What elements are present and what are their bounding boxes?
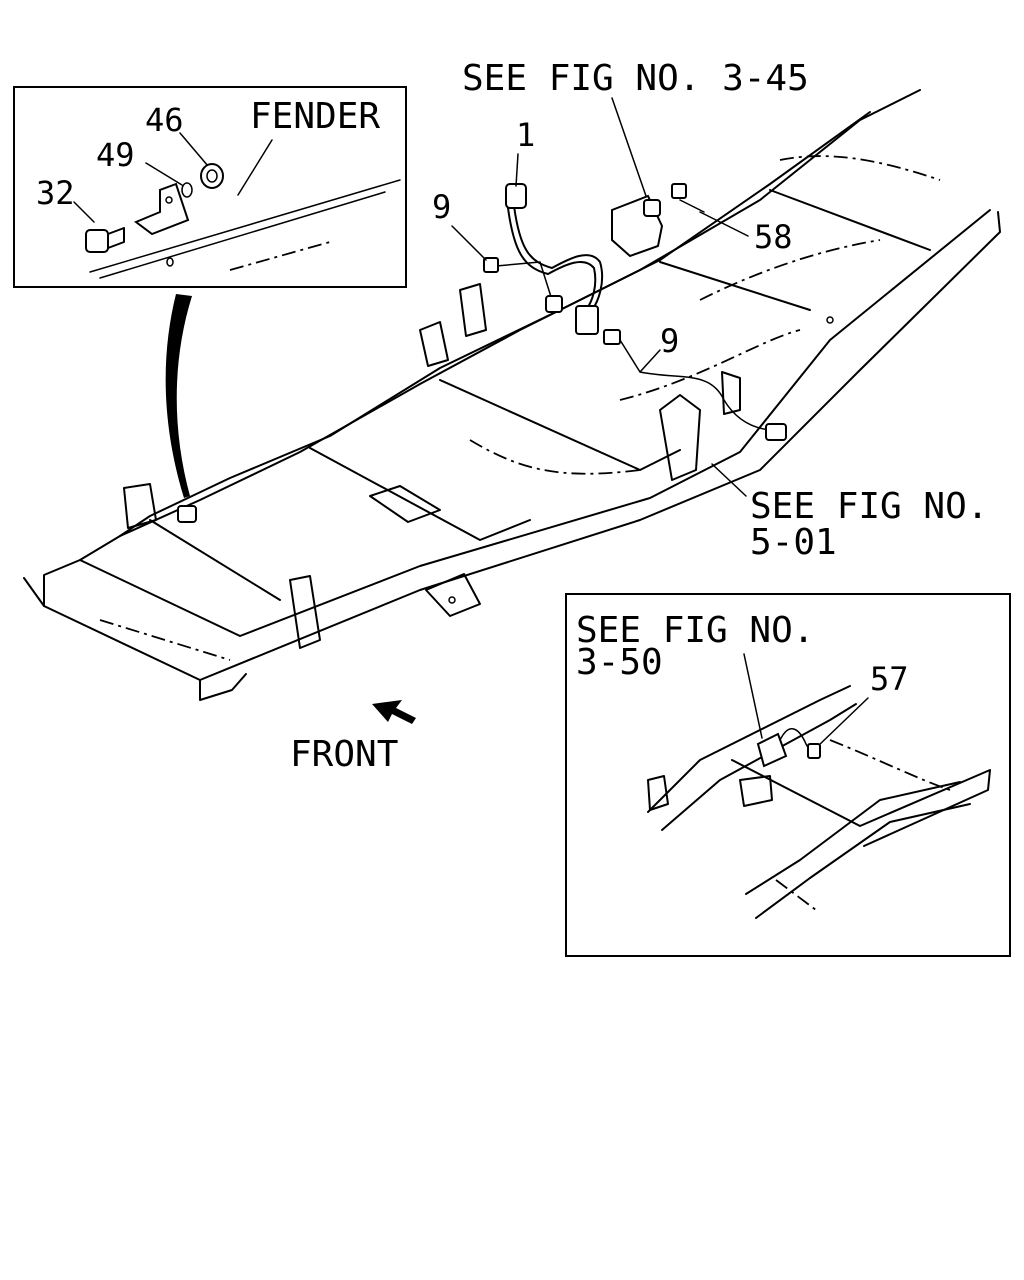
leader-58	[699, 211, 749, 237]
fender-hole	[166, 257, 174, 267]
leader-see-fig-3-45	[611, 97, 647, 197]
inset-bracket	[647, 775, 669, 811]
leader-see-fig-5-01	[711, 463, 747, 497]
chassis-frame	[23, 89, 1001, 701]
inset-rail-lower-2	[755, 803, 971, 919]
rear-crossmember-2	[769, 189, 931, 251]
bolt-32-shank	[107, 227, 125, 249]
front-label: FRONT	[290, 734, 398, 775]
valve-fitting-icon	[643, 199, 661, 217]
part-label-57: 57	[870, 660, 909, 698]
brake-lines	[177, 183, 787, 523]
front-arrow-icon	[372, 700, 416, 724]
body-mount-bracket-2	[721, 371, 741, 415]
brake-detail-inset: SEE FIG NO. 3-50 57	[565, 593, 1011, 957]
leader-1	[515, 153, 519, 187]
hidden-line-3	[699, 239, 881, 301]
hidden-line-2	[619, 329, 801, 401]
part-label-9-lower: 9	[660, 322, 679, 360]
frame-hole-2	[448, 596, 456, 604]
bolt-32-head-icon	[85, 229, 109, 253]
inset-rail-lower	[745, 781, 961, 895]
rear-left-bracket-2	[419, 321, 449, 367]
rear-fitting-icon	[765, 423, 787, 441]
washer-49-icon	[181, 182, 193, 198]
brake-inset-frame	[565, 593, 1011, 957]
right-rail-outer	[23, 211, 1001, 681]
fender-edge-line	[89, 179, 401, 273]
part-label-49: 49	[96, 136, 135, 174]
leader-see-fig-3-50	[743, 653, 763, 739]
bolt-58-icon	[671, 183, 687, 199]
hidden-line-1	[469, 439, 641, 475]
part-label-1: 1	[516, 116, 535, 154]
inset-callout-arrow	[165, 294, 192, 498]
front-crossmember-end	[199, 673, 247, 701]
right-rail-top	[43, 209, 991, 637]
left-rail-inner	[119, 111, 871, 537]
center-crossmember	[439, 379, 681, 471]
rear-left-bracket	[459, 283, 487, 337]
callout-see-fig-3-45: SEE FIG NO. 3-45	[462, 58, 809, 99]
leader-49	[145, 162, 183, 186]
front-crossmember	[149, 519, 281, 601]
inset-bracket-2	[739, 775, 773, 807]
bracket-part	[134, 182, 190, 236]
inset-hidden-line	[829, 739, 951, 791]
leader-9-lower	[639, 349, 661, 373]
hose-bracket-icon	[575, 305, 599, 335]
body-mount-bracket	[659, 394, 701, 481]
body-mount-bracket-3	[425, 573, 481, 617]
front-fitting-icon	[177, 505, 197, 523]
front-left-bracket	[123, 483, 157, 529]
fender-label: FENDER	[250, 96, 380, 137]
brake-hose-1b	[507, 207, 597, 311]
bracket-hole	[165, 196, 173, 204]
inset-valve-icon	[756, 732, 788, 768]
front-spring-bracket	[289, 575, 321, 649]
leader-57	[817, 697, 869, 747]
callout-see-fig-3-50-line1: SEE FIG NO.	[576, 610, 814, 651]
brake-pipe-lower	[619, 339, 771, 431]
bolt-58-shank	[679, 199, 705, 213]
brake-hose-1	[513, 205, 604, 311]
hose-fitting-1-icon	[505, 183, 527, 209]
part-label-58: 58	[754, 218, 793, 256]
pipe-fitting-icon	[545, 295, 563, 313]
bolt-57-icon	[807, 743, 821, 759]
part-label-9-upper: 9	[432, 188, 451, 226]
callout-see-fig-3-50-line2: 3-50	[576, 642, 663, 683]
hidden-line-4	[779, 155, 941, 181]
rear-crossmember	[659, 261, 811, 311]
mid-crossmember	[309, 447, 531, 541]
part-label-46: 46	[145, 101, 184, 139]
bolt-9-lower-icon	[603, 329, 621, 345]
inset-hidden-line-2	[775, 879, 817, 911]
left-rail-outer	[79, 89, 921, 561]
nut-46-hole	[206, 169, 218, 183]
leader-32	[73, 201, 95, 223]
fender-leader	[237, 139, 273, 196]
leader-46	[179, 132, 209, 167]
leader-9-upper	[451, 225, 487, 261]
callout-see-fig-5-01-line2: 5-01	[750, 522, 837, 563]
frame-hole	[826, 316, 834, 324]
nut-46-icon	[200, 163, 224, 189]
fender-hidden-line	[229, 241, 331, 271]
crossmember-plate	[369, 485, 441, 523]
callout-see-fig-5-01-line1: SEE FIG NO.	[750, 486, 988, 527]
inset-rail-upper	[647, 685, 851, 813]
fender-detail-inset: FENDER 46 49 32	[13, 86, 407, 288]
part-label-32: 32	[36, 174, 75, 212]
hidden-line-5	[99, 619, 231, 661]
bolt-9-upper-icon	[483, 257, 499, 273]
fender-edge-line-inner	[99, 191, 386, 279]
brake-pipe-upper	[495, 261, 553, 301]
